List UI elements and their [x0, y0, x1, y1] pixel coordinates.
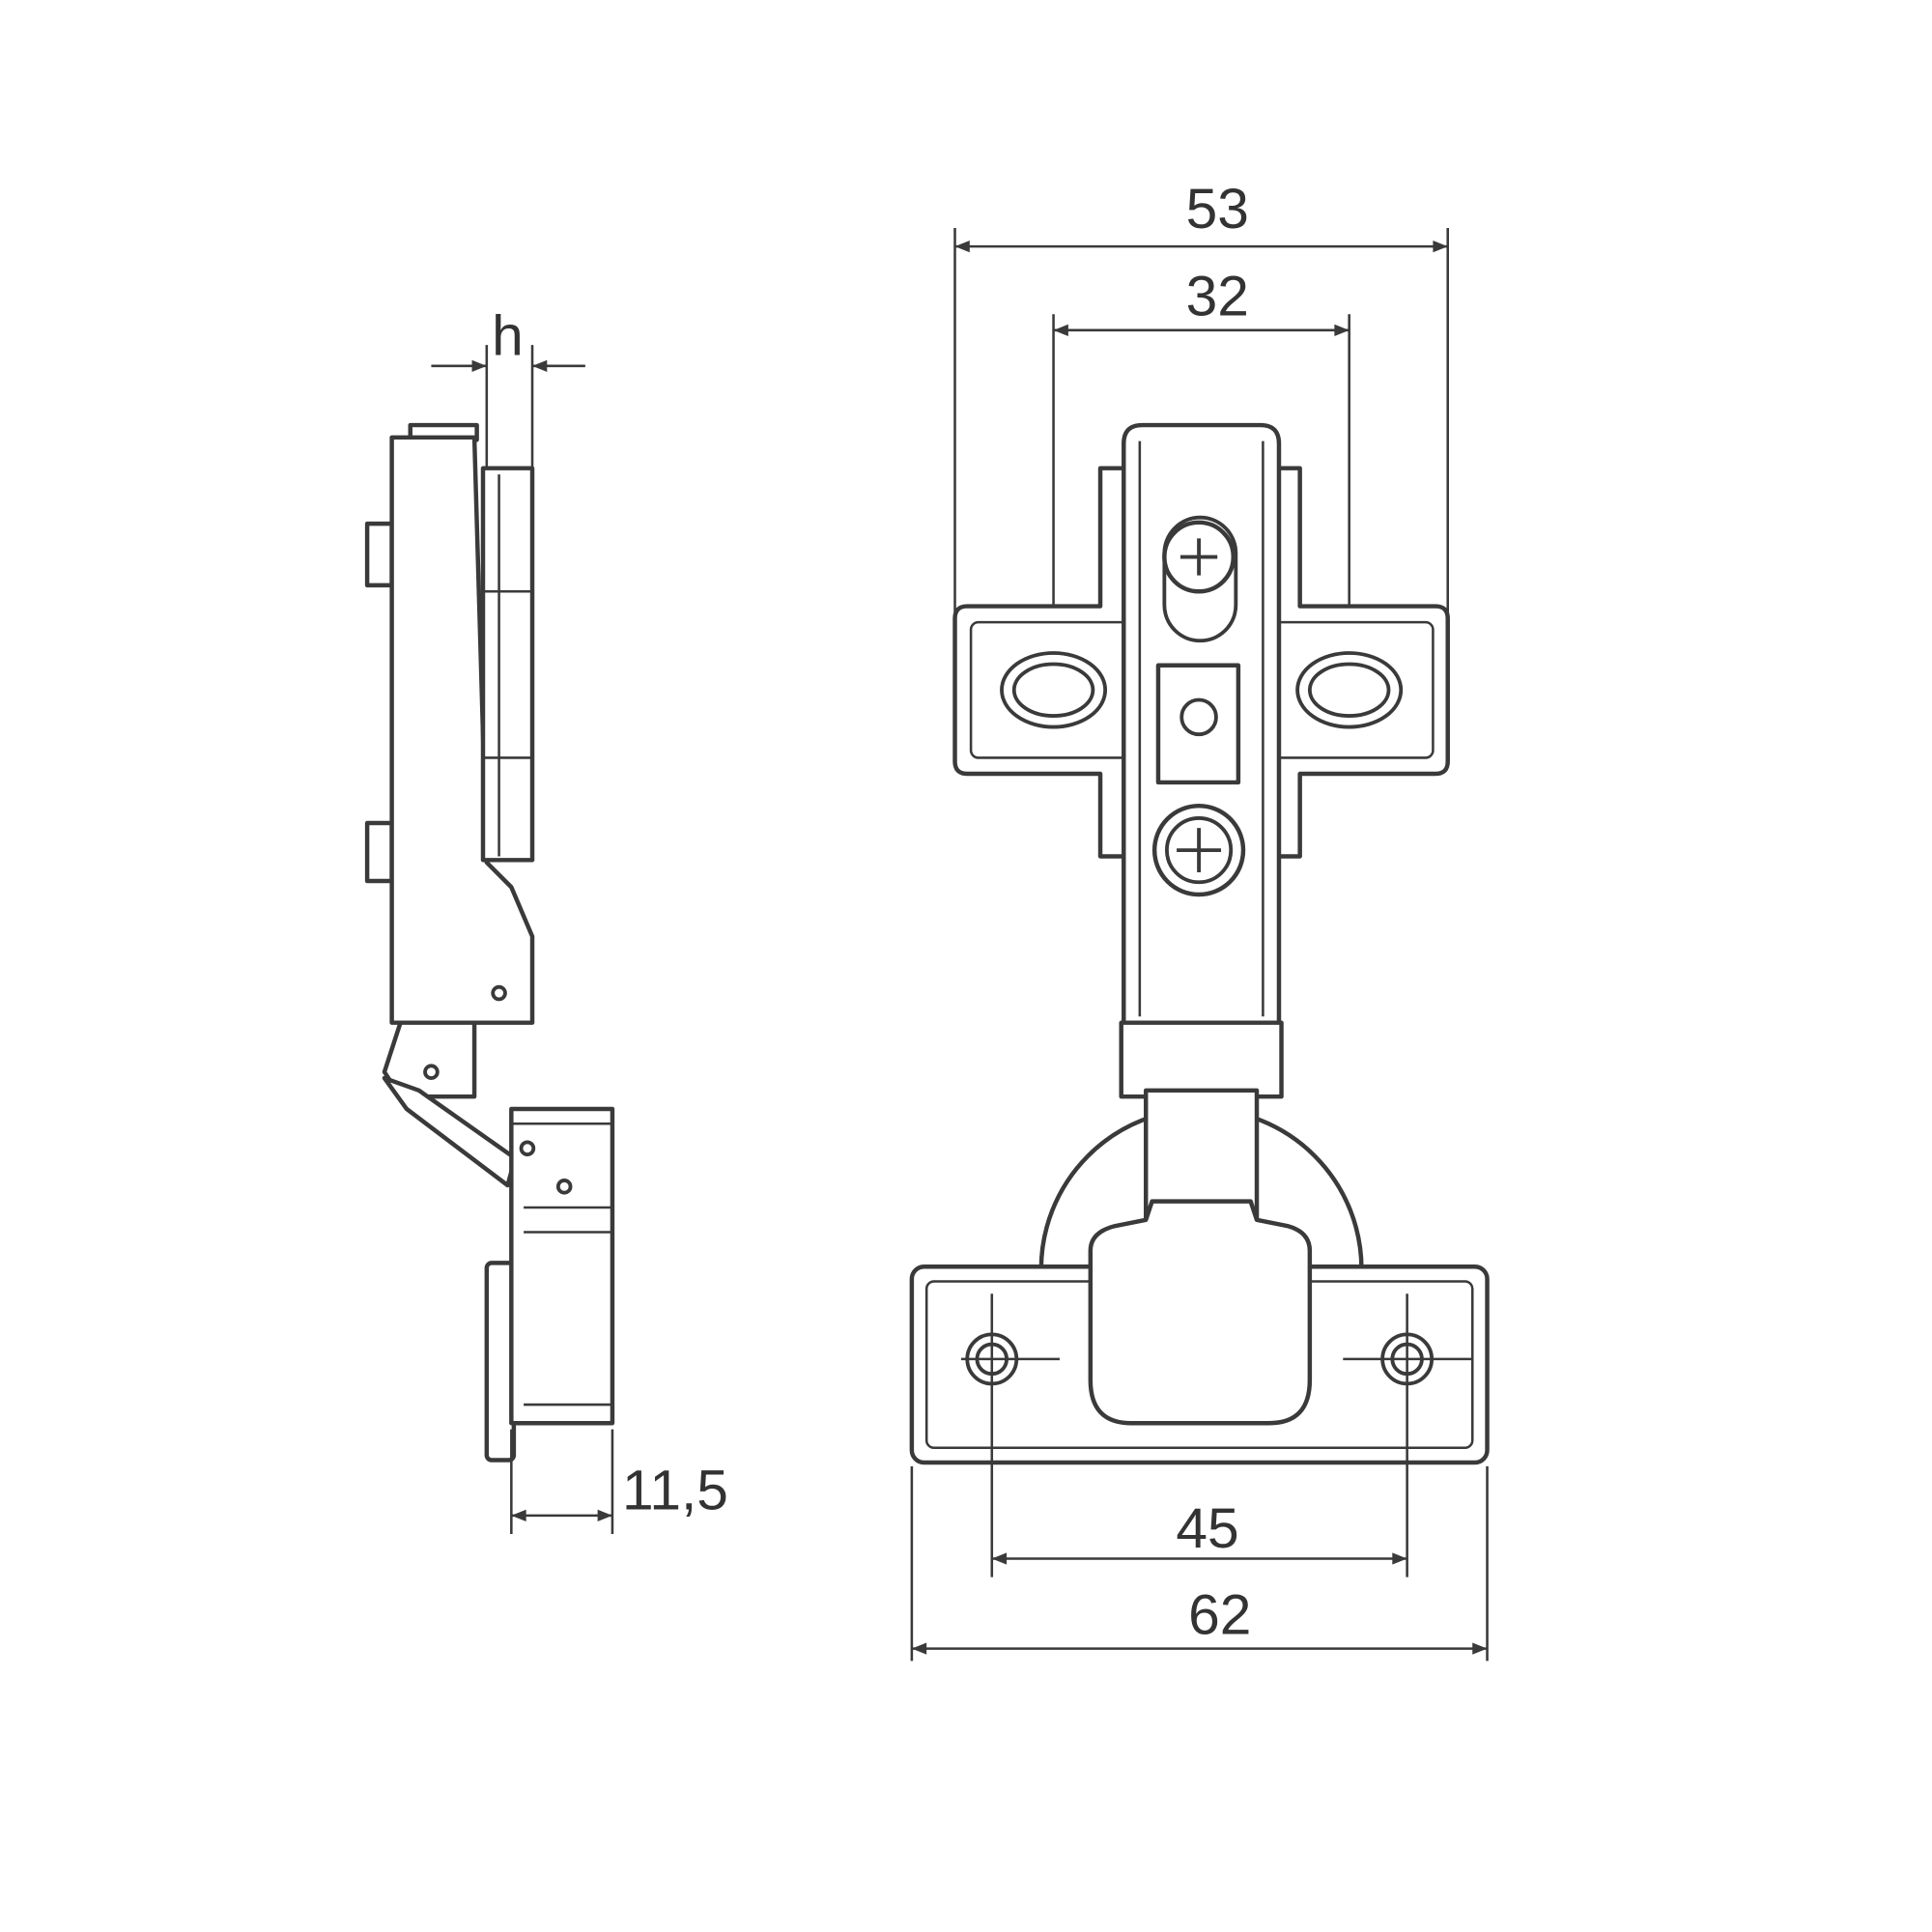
dimension-45-label: 45 — [1176, 1497, 1238, 1560]
dimension-h-label: h — [492, 304, 524, 367]
side-mounting-plate — [480, 466, 535, 863]
dimension-62-label: 62 — [1188, 1583, 1251, 1646]
square-window — [1155, 663, 1241, 785]
front-view: 53 32 45 — [909, 178, 1490, 1662]
dimension-cup-depth-label: 11,5 — [622, 1459, 728, 1521]
side-view: h 11,5 — [364, 304, 728, 1535]
slot-right — [1295, 651, 1404, 729]
dimension-32-label: 32 — [1186, 266, 1249, 328]
side-bump-top — [364, 521, 394, 588]
adjust-slot — [1162, 515, 1238, 643]
dimension-53-label: 53 — [1186, 178, 1249, 241]
slot-left — [1000, 651, 1108, 729]
cup-body — [1088, 1199, 1313, 1426]
side-bump-bottom — [364, 820, 394, 884]
side-link — [382, 1020, 477, 1099]
knuckle — [1119, 1020, 1284, 1099]
side-cup — [509, 1106, 615, 1426]
